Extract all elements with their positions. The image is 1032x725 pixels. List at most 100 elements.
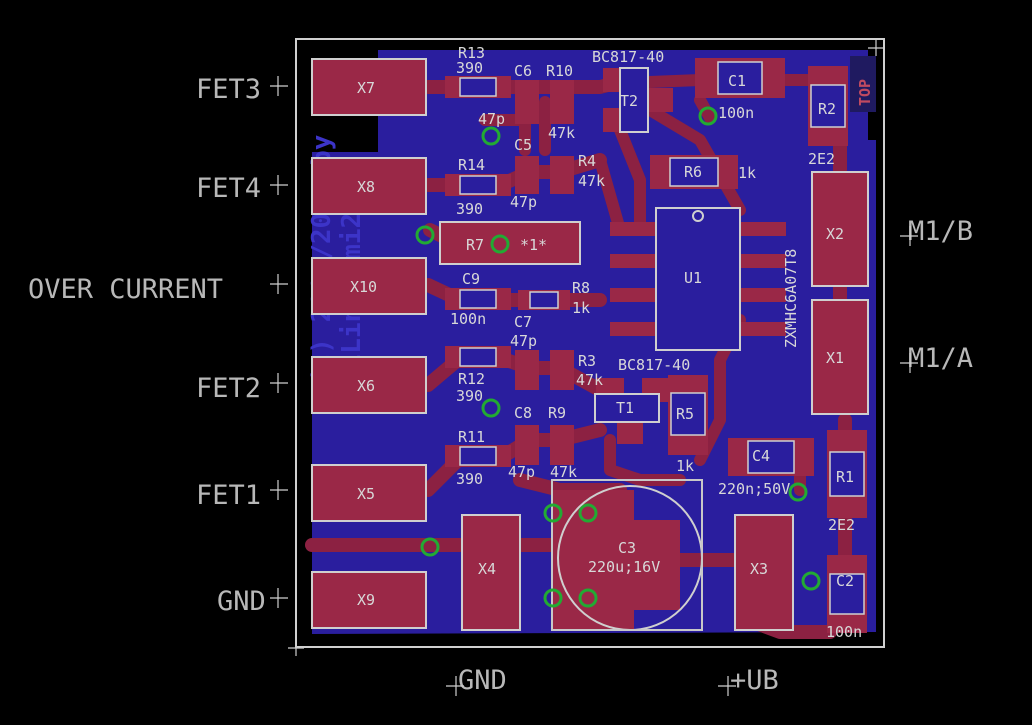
svg-text:BC817-40: BC817-40 xyxy=(592,48,664,66)
label-ub: +UB xyxy=(730,665,779,696)
svg-text:C8: C8 xyxy=(514,404,532,422)
connector-X3: X3 xyxy=(734,514,794,631)
resistor-R2 xyxy=(808,66,848,146)
svg-text:R1: R1 xyxy=(836,468,854,486)
svg-text:X1: X1 xyxy=(826,349,844,367)
svg-text:220u;16V: 220u;16V xyxy=(588,558,660,576)
svg-text:2E2: 2E2 xyxy=(828,516,855,534)
svg-text:47p: 47p xyxy=(478,110,505,128)
label-fet3: FET3 xyxy=(196,74,261,105)
capacitor-C1 xyxy=(695,58,785,98)
svg-text:*1*: *1* xyxy=(520,236,547,254)
svg-text:R6: R6 xyxy=(684,163,702,181)
label-fet4: FET4 xyxy=(196,173,261,204)
svg-text:R5: R5 xyxy=(676,405,694,423)
svg-text:T1: T1 xyxy=(616,399,634,417)
svg-text:47p: 47p xyxy=(510,193,537,211)
connector-X7: X7 xyxy=(311,58,427,116)
svg-text:X3: X3 xyxy=(750,560,768,578)
svg-text:BC817-40: BC817-40 xyxy=(618,356,690,374)
svg-text:R2: R2 xyxy=(818,100,836,118)
svg-text:47p: 47p xyxy=(508,463,535,481)
svg-text:C3: C3 xyxy=(618,539,636,557)
svg-text:T2: T2 xyxy=(620,92,638,110)
connector-X2: X2 xyxy=(811,171,869,287)
svg-text:X8: X8 xyxy=(357,178,375,196)
svg-text:220n;50V: 220n;50V xyxy=(718,480,790,498)
part-labels: R13 390 C6 47p R10 47k T2 BC817-40 C1 10… xyxy=(450,44,862,641)
svg-text:100n: 100n xyxy=(826,623,862,641)
transistor-T2 xyxy=(603,67,673,133)
svg-text:47p: 47p xyxy=(510,332,537,350)
resistor-R1 xyxy=(827,430,867,518)
svg-text:ZXMHC6A07T8: ZXMHC6A07T8 xyxy=(782,249,800,348)
vias xyxy=(415,106,821,608)
svg-text:47k: 47k xyxy=(578,172,605,190)
label-fet1: FET1 xyxy=(196,480,261,511)
svg-text:1k: 1k xyxy=(738,164,756,182)
svg-text:X5: X5 xyxy=(357,485,375,503)
svg-text:R7: R7 xyxy=(466,236,484,254)
smd-parts-left xyxy=(445,76,574,467)
svg-text:R9: R9 xyxy=(548,404,566,422)
connector-X9: X9 xyxy=(311,571,427,629)
svg-text:R8: R8 xyxy=(572,279,590,297)
resistor-R7 xyxy=(439,221,581,265)
connector-X8: X8 xyxy=(311,157,427,215)
svg-text:X4: X4 xyxy=(478,560,496,578)
svg-text:TOP: TOP xyxy=(856,79,874,106)
svg-text:47k: 47k xyxy=(548,124,575,142)
svg-text:X6: X6 xyxy=(357,377,375,395)
connector-X4: X4 xyxy=(461,514,521,631)
svg-text:C9: C9 xyxy=(462,270,480,288)
svg-text:X9: X9 xyxy=(357,591,375,609)
svg-text:47k: 47k xyxy=(576,371,603,389)
capacitor-C2 xyxy=(827,555,867,633)
svg-text:R13: R13 xyxy=(458,44,485,62)
svg-text:47k: 47k xyxy=(550,463,577,481)
svg-text:390: 390 xyxy=(456,387,483,405)
origin-crosses xyxy=(270,40,918,696)
svg-text:1k: 1k xyxy=(676,457,694,475)
svg-text:390: 390 xyxy=(456,200,483,218)
transistor-T1 xyxy=(594,378,670,444)
svg-text:R11: R11 xyxy=(458,428,485,446)
top-layer-mark: TOP xyxy=(856,79,874,106)
svg-text:R14: R14 xyxy=(458,156,485,174)
svg-text:100n: 100n xyxy=(718,104,754,122)
svg-text:X2: X2 xyxy=(826,225,844,243)
capacitor-C4 xyxy=(728,438,814,476)
ic-U1 xyxy=(610,207,786,351)
connector-X5: X5 xyxy=(311,464,427,522)
label-m1b: M1/B xyxy=(908,216,973,247)
svg-text:C1: C1 xyxy=(728,72,746,90)
svg-text:100n: 100n xyxy=(450,310,486,328)
svg-text:2E2: 2E2 xyxy=(808,150,835,168)
connector-X6: X6 xyxy=(311,356,427,414)
label-gnd-left: GND xyxy=(217,586,266,617)
capacitor-C3-pads xyxy=(551,479,703,631)
svg-text:R10: R10 xyxy=(546,62,573,80)
svg-text:1k: 1k xyxy=(572,299,590,317)
label-m1a: M1/A xyxy=(908,343,973,374)
resistor-R5 xyxy=(668,375,708,455)
svg-text:R12: R12 xyxy=(458,370,485,388)
label-over-current: OVER CURRENT xyxy=(28,274,223,305)
svg-text:C2: C2 xyxy=(836,572,854,590)
svg-text:C7: C7 xyxy=(514,313,532,331)
resistor-R6 xyxy=(650,155,738,189)
svg-text:390: 390 xyxy=(456,470,483,488)
svg-text:R3: R3 xyxy=(578,352,596,370)
board-outline xyxy=(295,38,885,648)
svg-text:C6: C6 xyxy=(514,62,532,80)
connector-X10: X10 xyxy=(311,257,427,315)
svg-text:X7: X7 xyxy=(357,79,375,97)
svg-text:390: 390 xyxy=(456,59,483,77)
connector-X1: X1 xyxy=(811,299,869,415)
svg-text:U1: U1 xyxy=(684,269,702,287)
svg-text:R4: R4 xyxy=(578,152,596,170)
external-labels: FET3 FET4 OVER CURRENT FET2 FET1 GND M1/… xyxy=(28,74,973,696)
svg-text:C5: C5 xyxy=(514,136,532,154)
svg-text:X10: X10 xyxy=(350,278,377,296)
